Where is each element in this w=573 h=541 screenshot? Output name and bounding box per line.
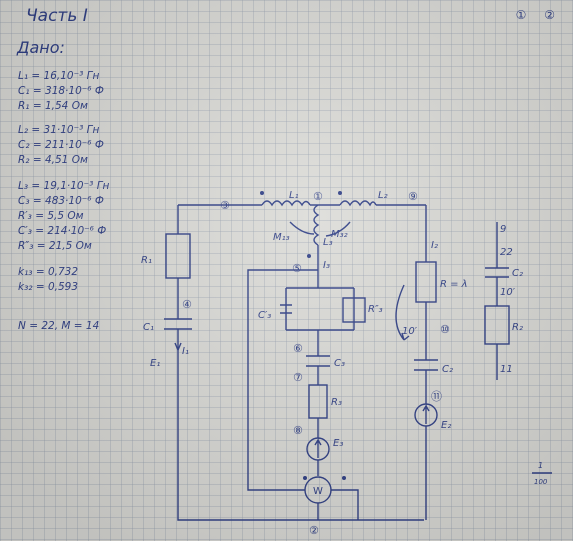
label-variable: 10′	[402, 326, 418, 337]
label-m13: M₁₃	[273, 232, 290, 243]
current-arrow-i1	[174, 342, 182, 351]
node-5: ⑤	[292, 262, 302, 275]
label-m32: M₃₂	[331, 229, 348, 240]
param-l1: L₁ = 16,10⁻³ Гн	[18, 70, 100, 82]
label-r1: R₁	[141, 255, 152, 266]
coupling-arrow-m32	[325, 221, 351, 237]
label-i1: I₁	[182, 346, 189, 357]
label-c3-prime: C′₃	[258, 310, 271, 321]
resistor-r3	[308, 384, 328, 419]
wire-left-branch	[177, 205, 424, 521]
node-1: ①	[313, 190, 323, 203]
sketch-label-c2: C₂	[512, 268, 523, 279]
capacitor-c3-prime	[280, 304, 292, 314]
page-title: Часть I	[26, 6, 88, 26]
param-variant: N = 22, M = 14	[18, 320, 100, 332]
param-c3: C₃ = 483·10⁻⁶ Ф	[18, 195, 104, 207]
node-8: ⑧	[293, 424, 303, 437]
sketch-branch	[485, 222, 509, 380]
param-r3: R′₃ = 5,5 Ом	[18, 210, 84, 222]
label-e3: E₃	[333, 438, 343, 449]
wattmeter-voltage-wire	[247, 269, 318, 491]
inductor-l2	[339, 200, 377, 207]
sketch-label-10: 10′	[500, 287, 516, 298]
wire-mid-branch	[285, 245, 355, 476]
label-c2: C₂	[442, 364, 453, 375]
node-9: ⑨	[408, 190, 418, 203]
voltage-arc	[395, 284, 410, 341]
label-l1: L₁	[289, 190, 299, 201]
resistor-r2	[415, 261, 437, 303]
label-e1: E₁	[150, 358, 160, 369]
label-l2: L₂	[378, 190, 388, 201]
corner-marks: ① ②	[516, 8, 555, 22]
dot-wattmeter-voltage	[303, 476, 307, 480]
emf-e2-arrow	[422, 403, 430, 424]
emf-source-e2	[414, 403, 438, 427]
node-10: ⑩	[440, 323, 450, 336]
emf-source-e3	[306, 437, 330, 461]
emf-e3-arrow	[314, 437, 322, 458]
corner-fraction-bottom: 100	[534, 478, 548, 486]
label-c1: C₁	[143, 322, 154, 333]
param-c3-prime: C′₃ = 214·10⁻⁶ Ф	[18, 225, 107, 237]
dot-l1	[260, 191, 264, 195]
label-c3: C₃	[334, 358, 345, 369]
coupling-arrow-m13	[289, 221, 315, 235]
inductor-l1	[261, 200, 311, 207]
label-l3: L₃	[323, 237, 333, 248]
sketch-label-11: 11	[500, 364, 513, 375]
wattmeter-current-wire	[331, 489, 359, 520]
capacitor-c2	[414, 359, 438, 371]
label-e2: E₂	[441, 420, 451, 431]
capacitor-c3	[306, 355, 330, 367]
node-3: ③	[220, 199, 230, 212]
corner-mark-2: ②	[544, 8, 555, 22]
param-r2: R₂ = 4,51 Ом	[18, 154, 88, 166]
label-r3-double-prime: R″₃	[368, 304, 383, 315]
param-r3-double-prime: R″₃ = 21,5 Ом	[18, 240, 92, 252]
label-i3: I₃	[323, 260, 330, 271]
node-2: ②	[309, 524, 319, 537]
label-r3: R₃	[331, 397, 342, 408]
param-c1: C₁ = 318·10⁻⁶ Ф	[18, 85, 104, 97]
sketch-label-r2: R₂	[512, 322, 523, 333]
dot-l3	[307, 254, 311, 258]
param-r1: R₁ = 1,54 Ом	[18, 100, 88, 112]
dot-wattmeter-current	[342, 476, 346, 480]
given-heading: Дано:	[17, 38, 65, 57]
label-wattmeter: W	[313, 486, 323, 497]
corner-mark-1: ①	[515, 8, 527, 22]
corner-fraction-top: 1	[538, 461, 543, 470]
label-r2: R = λ	[440, 279, 468, 290]
sketch-label-9: 9	[500, 224, 506, 235]
param-k13: k₁₃ = 0,732	[18, 266, 79, 278]
node-4: ④	[182, 298, 192, 311]
node-6: ⑥	[293, 342, 303, 355]
dot-l2	[338, 191, 342, 195]
node-7: ⑦	[293, 371, 303, 384]
param-l3: L₃ = 19,1·10⁻³ Гн	[18, 180, 110, 192]
resistor-r3-double-prime	[342, 297, 366, 323]
param-c2: C₂ = 211·10⁻⁶ Ф	[18, 139, 104, 151]
param-k32: k₃₂ = 0,593	[18, 281, 79, 293]
resistor-r1	[165, 233, 191, 279]
capacitor-c1	[164, 318, 192, 330]
label-i2: I₂	[431, 240, 438, 251]
node-11: ⑪	[431, 390, 442, 403]
sketch-resistor	[484, 305, 510, 345]
param-l2: L₂ = 31·10⁻³ Гн	[18, 124, 100, 136]
inductor-l3	[313, 204, 320, 246]
sketch-label-22: 22	[500, 247, 513, 258]
